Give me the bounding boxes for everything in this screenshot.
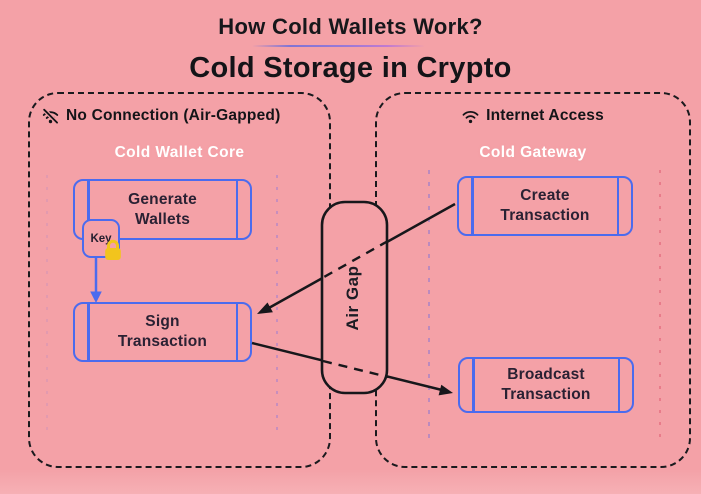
page-subtitle: Cold Storage in Crypto [189, 52, 512, 84]
subroutine-inner-line [87, 303, 90, 361]
internet-access-panel-header: Internet Access [377, 107, 689, 125]
node-label: Broadcast Transaction [501, 366, 591, 403]
subroutine-inner-line [471, 177, 474, 235]
key-label: Key [90, 232, 112, 245]
wifi-off-icon [42, 107, 59, 125]
air-gap-label: Air Gap [343, 265, 362, 331]
subroutine-inner-line [235, 180, 238, 239]
node-sign-transaction: Sign Transaction [73, 302, 252, 362]
air-gapped-panel-title: No Connection (Air-Gapped) [66, 107, 281, 124]
subroutine-inner-line [617, 358, 620, 412]
page-title: How Cold Wallets Work? [218, 14, 483, 39]
node-create-transaction: Create Transaction [457, 176, 633, 236]
subroutine-inner-line [235, 303, 238, 361]
node-label: Generate Wallets [128, 190, 197, 228]
node-label: Sign Transaction [117, 313, 208, 350]
air-gapped-panel-header: No Connection (Air-Gapped) [42, 107, 280, 125]
subroutine-inner-line [472, 358, 475, 412]
subroutine-inner-line [87, 180, 90, 239]
node-label: Create Transaction [500, 187, 590, 224]
air-gapped-panel: No Connection (Air-Gapped) Cold Wallet C… [28, 92, 331, 468]
node-broadcast-transaction: Broadcast Transaction [458, 357, 634, 413]
cold-wallet-core-title: Cold Wallet Core [114, 144, 245, 161]
padlock-icon [105, 239, 121, 260]
internet-access-panel-title: Internet Access [486, 107, 604, 124]
node-generate-wallets: Generate Wallets [73, 179, 252, 240]
title-underline [252, 45, 425, 47]
wifi-icon [462, 110, 479, 123]
subroutine-inner-line [616, 177, 619, 235]
cold-gateway-title: Cold Gateway [479, 144, 587, 161]
